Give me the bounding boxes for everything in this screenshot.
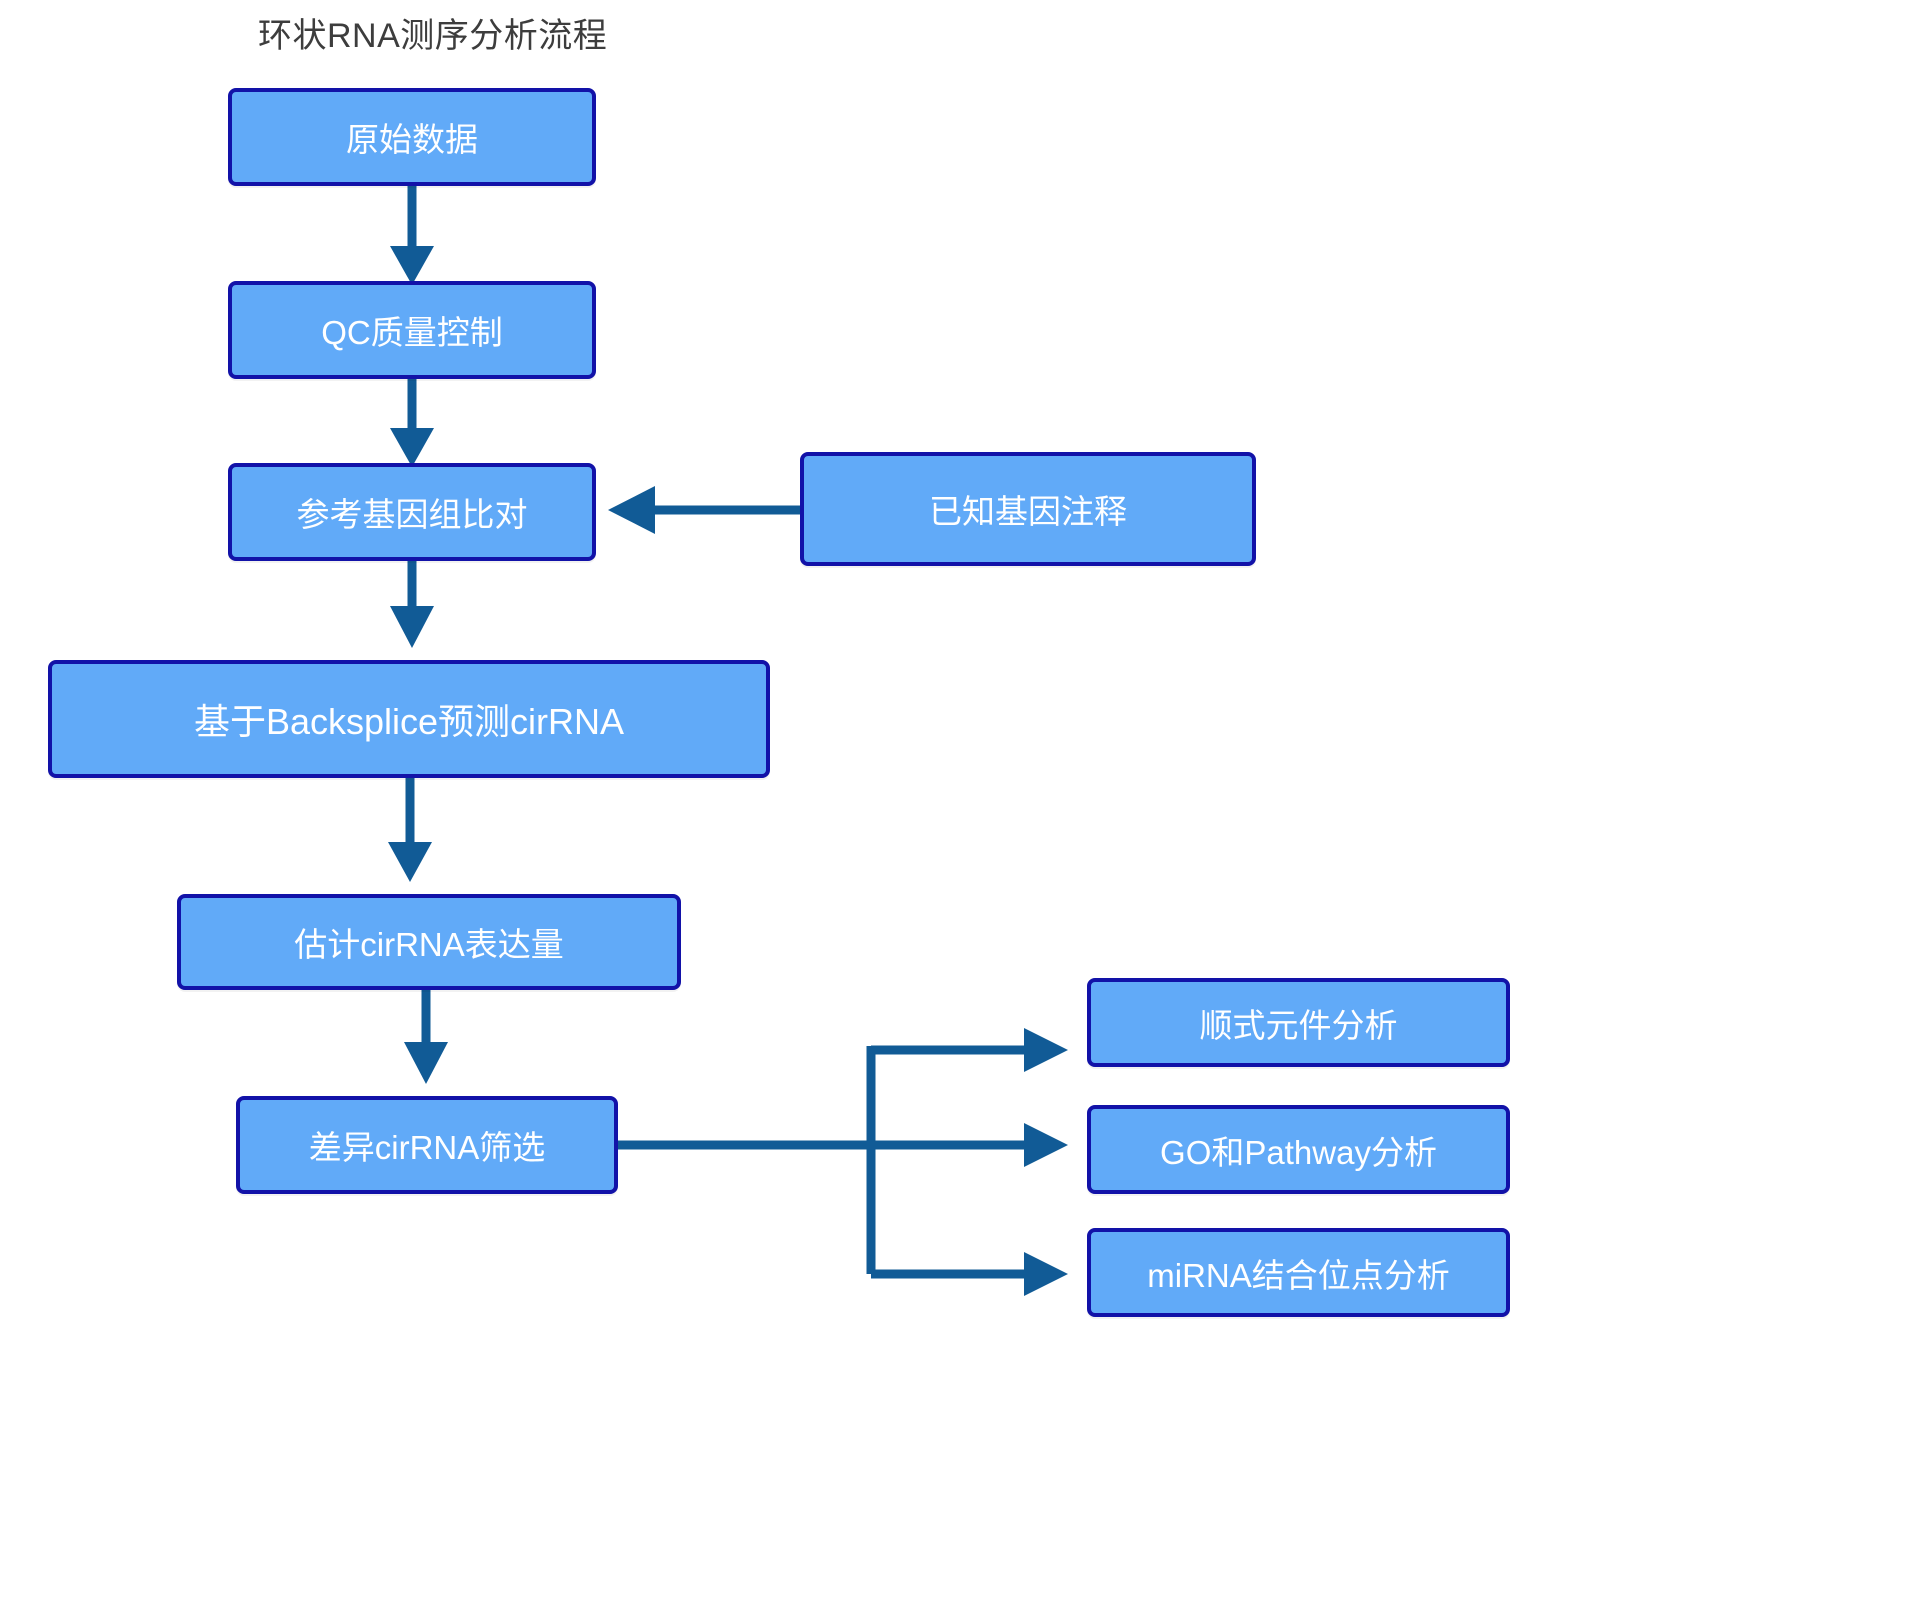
edge-branch-to-mirna <box>871 1252 1068 1296</box>
edge-branch-to-go <box>871 1123 1068 1167</box>
edge-align-to-backsplice <box>390 561 434 648</box>
node-qc[interactable]: QC质量控制 <box>228 281 596 379</box>
edge-express-to-diff <box>404 990 448 1084</box>
edge-annotation-to-align <box>608 486 800 534</box>
node-mirna-binding-site-analysis[interactable]: miRNA结合位点分析 <box>1087 1228 1510 1317</box>
page-title: 环状RNA测序分析流程 <box>258 17 608 55</box>
edge-diff-branch-bus <box>618 1046 876 1274</box>
edge-qc-to-align <box>390 379 434 467</box>
node-raw-data[interactable]: 原始数据 <box>228 88 596 186</box>
node-backsplice-prediction[interactable]: 基于Backsplice预测cirRNA <box>48 660 770 778</box>
node-known-gene-annotation[interactable]: 已知基因注释 <box>800 452 1256 566</box>
node-differential-screening[interactable]: 差异cirRNA筛选 <box>236 1096 618 1194</box>
node-cis-element-analysis[interactable]: 顺式元件分析 <box>1087 978 1510 1067</box>
edge-backsplice-to-express <box>388 778 432 882</box>
node-expression-estimation[interactable]: 估计cirRNA表达量 <box>177 894 681 990</box>
node-go-pathway-analysis[interactable]: GO和Pathway分析 <box>1087 1105 1510 1194</box>
node-genome-alignment[interactable]: 参考基因组比对 <box>228 463 596 561</box>
edge-raw-to-qc <box>390 186 434 285</box>
edge-branch-to-cis <box>871 1028 1068 1072</box>
